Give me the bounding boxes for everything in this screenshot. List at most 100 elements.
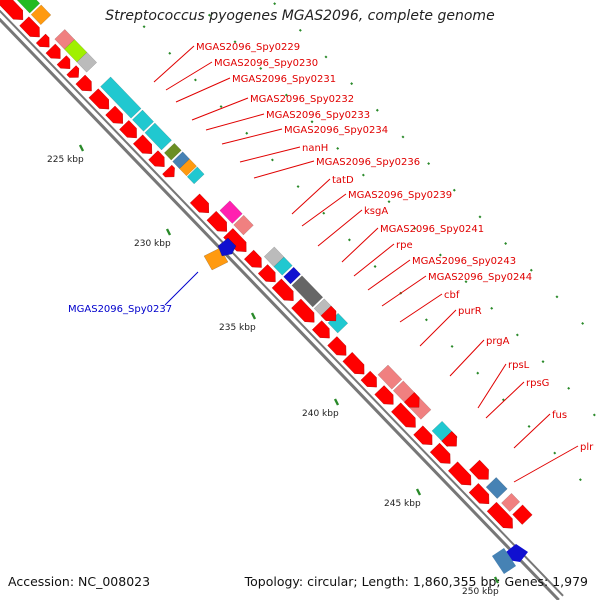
- callout-line: [485, 381, 525, 419]
- callout-line: [419, 309, 457, 347]
- gene-label[interactable]: tatD: [332, 175, 354, 186]
- callout-line: [513, 413, 551, 449]
- gene-arrow: [271, 278, 294, 301]
- outer-cds-track: [16, 0, 533, 525]
- gene-arrow: [133, 134, 153, 154]
- cds-block: [163, 142, 182, 161]
- gene-label[interactable]: fus: [552, 410, 567, 421]
- cds-block: [179, 158, 197, 177]
- gene-label[interactable]: ksgA: [364, 206, 388, 217]
- map-title: Streptococcus pyogenes MGAS2096, complet…: [105, 8, 495, 24]
- tick-dot: [361, 173, 365, 177]
- callout-line: [399, 293, 443, 323]
- cds-block: [283, 266, 301, 285]
- gene-arrow: [468, 483, 490, 505]
- callout-line: [165, 61, 213, 91]
- cds-block: [219, 200, 243, 224]
- tick-dot: [527, 424, 531, 428]
- gene-arrow: [291, 298, 315, 323]
- gene-arrow: [66, 65, 80, 78]
- gene-label-reverse[interactable]: MGAS2096_Spy0237: [68, 304, 172, 315]
- gene-label[interactable]: plr: [580, 442, 594, 453]
- gene-label[interactable]: MGAS2096_Spy0244: [428, 272, 532, 283]
- topology-text: Topology: circular; Length: 1,860,355 bp…: [244, 574, 588, 589]
- tick-dot: [555, 295, 559, 299]
- major-tick: [333, 398, 340, 406]
- tick-label: 245 kbp: [384, 499, 421, 509]
- tick-dot: [427, 162, 431, 166]
- major-tick: [250, 312, 257, 320]
- cds-block: [273, 256, 293, 276]
- gene-label[interactable]: cbf: [444, 290, 460, 301]
- tick-dot: [168, 51, 172, 55]
- gene-arrow: [244, 249, 262, 268]
- tick-dot: [324, 55, 328, 59]
- tick-dot: [298, 28, 302, 32]
- gene-arrow: [105, 105, 124, 124]
- gene-label[interactable]: MGAS2096_Spy0231: [232, 74, 336, 85]
- gene-arrow: [404, 392, 420, 408]
- gene-arrow: [206, 210, 228, 232]
- gene-label[interactable]: MGAS2096_Spy0233: [266, 110, 370, 121]
- tick-label: 240 kbp: [302, 409, 339, 419]
- reverse-gene-track: [203, 237, 528, 574]
- major-tick: [415, 488, 422, 496]
- gene-label[interactable]: nanH: [302, 143, 328, 154]
- callout-line: [353, 243, 395, 277]
- gene-arrow: [0, 0, 24, 20]
- callout-line: [253, 160, 315, 179]
- gene-label[interactable]: rpsL: [508, 360, 530, 371]
- callout-line: [317, 209, 363, 247]
- tick-label: 230 kbp: [134, 239, 171, 249]
- cds-block: [144, 122, 172, 151]
- gene-label[interactable]: MGAS2096_Spy0230: [214, 58, 318, 69]
- gene-label[interactable]: MGAS2096_Spy0241: [380, 224, 484, 235]
- callout-line: [175, 77, 231, 103]
- cds-block: [76, 52, 98, 73]
- tick-dot: [438, 253, 442, 257]
- tick-dots: [142, 2, 596, 482]
- gene-arrow: [469, 459, 489, 480]
- tick-dot: [478, 215, 482, 219]
- callout-line: [153, 45, 195, 83]
- gene-label[interactable]: purR: [458, 306, 482, 317]
- gene-arrow: [429, 442, 451, 464]
- gene-arrow: [189, 193, 210, 214]
- cds-block: [485, 477, 508, 499]
- tick-dot: [401, 135, 405, 139]
- tick-dot: [310, 120, 314, 124]
- tick-dot: [476, 371, 480, 375]
- tick-dot: [296, 185, 300, 189]
- gene-label[interactable]: prgA: [486, 336, 510, 347]
- gene-label[interactable]: MGAS2096_Spy0243: [412, 256, 516, 267]
- gene-label[interactable]: MGAS2096_Spy0229: [196, 42, 300, 53]
- tick-label: 225 kbp: [47, 155, 84, 165]
- gene-label[interactable]: MGAS2096_Spy0236: [316, 157, 420, 168]
- gene-arrow: [486, 501, 513, 529]
- tick-dot: [515, 333, 519, 337]
- gene-label[interactable]: MGAS2096_Spy0239: [348, 190, 452, 201]
- tick-dot: [424, 318, 428, 322]
- cds-block: [377, 364, 403, 390]
- cds-block: [16, 0, 41, 14]
- gene-label[interactable]: rpsG: [526, 378, 549, 389]
- gene-label[interactable]: rpe: [396, 240, 413, 251]
- cds-block: [132, 109, 154, 132]
- tick-dot: [245, 131, 249, 135]
- gene-arrow: [374, 385, 394, 405]
- genome-backbone: [0, 9, 564, 600]
- tick-dot: [350, 82, 354, 86]
- cds-block: [186, 166, 205, 185]
- callout-line: [164, 271, 199, 306]
- tick-dot: [219, 105, 223, 109]
- backbone-rail-1: [0, 9, 564, 597]
- gene-label[interactable]: MGAS2096_Spy0234: [284, 125, 388, 136]
- gene-label[interactable]: MGAS2096_Spy0232: [250, 94, 354, 105]
- tick-dot: [464, 280, 468, 284]
- cds-block: [233, 214, 254, 236]
- accession-text: Accession: NC_008023: [8, 574, 151, 589]
- tick-dot: [142, 25, 146, 29]
- tick-dot: [413, 226, 417, 230]
